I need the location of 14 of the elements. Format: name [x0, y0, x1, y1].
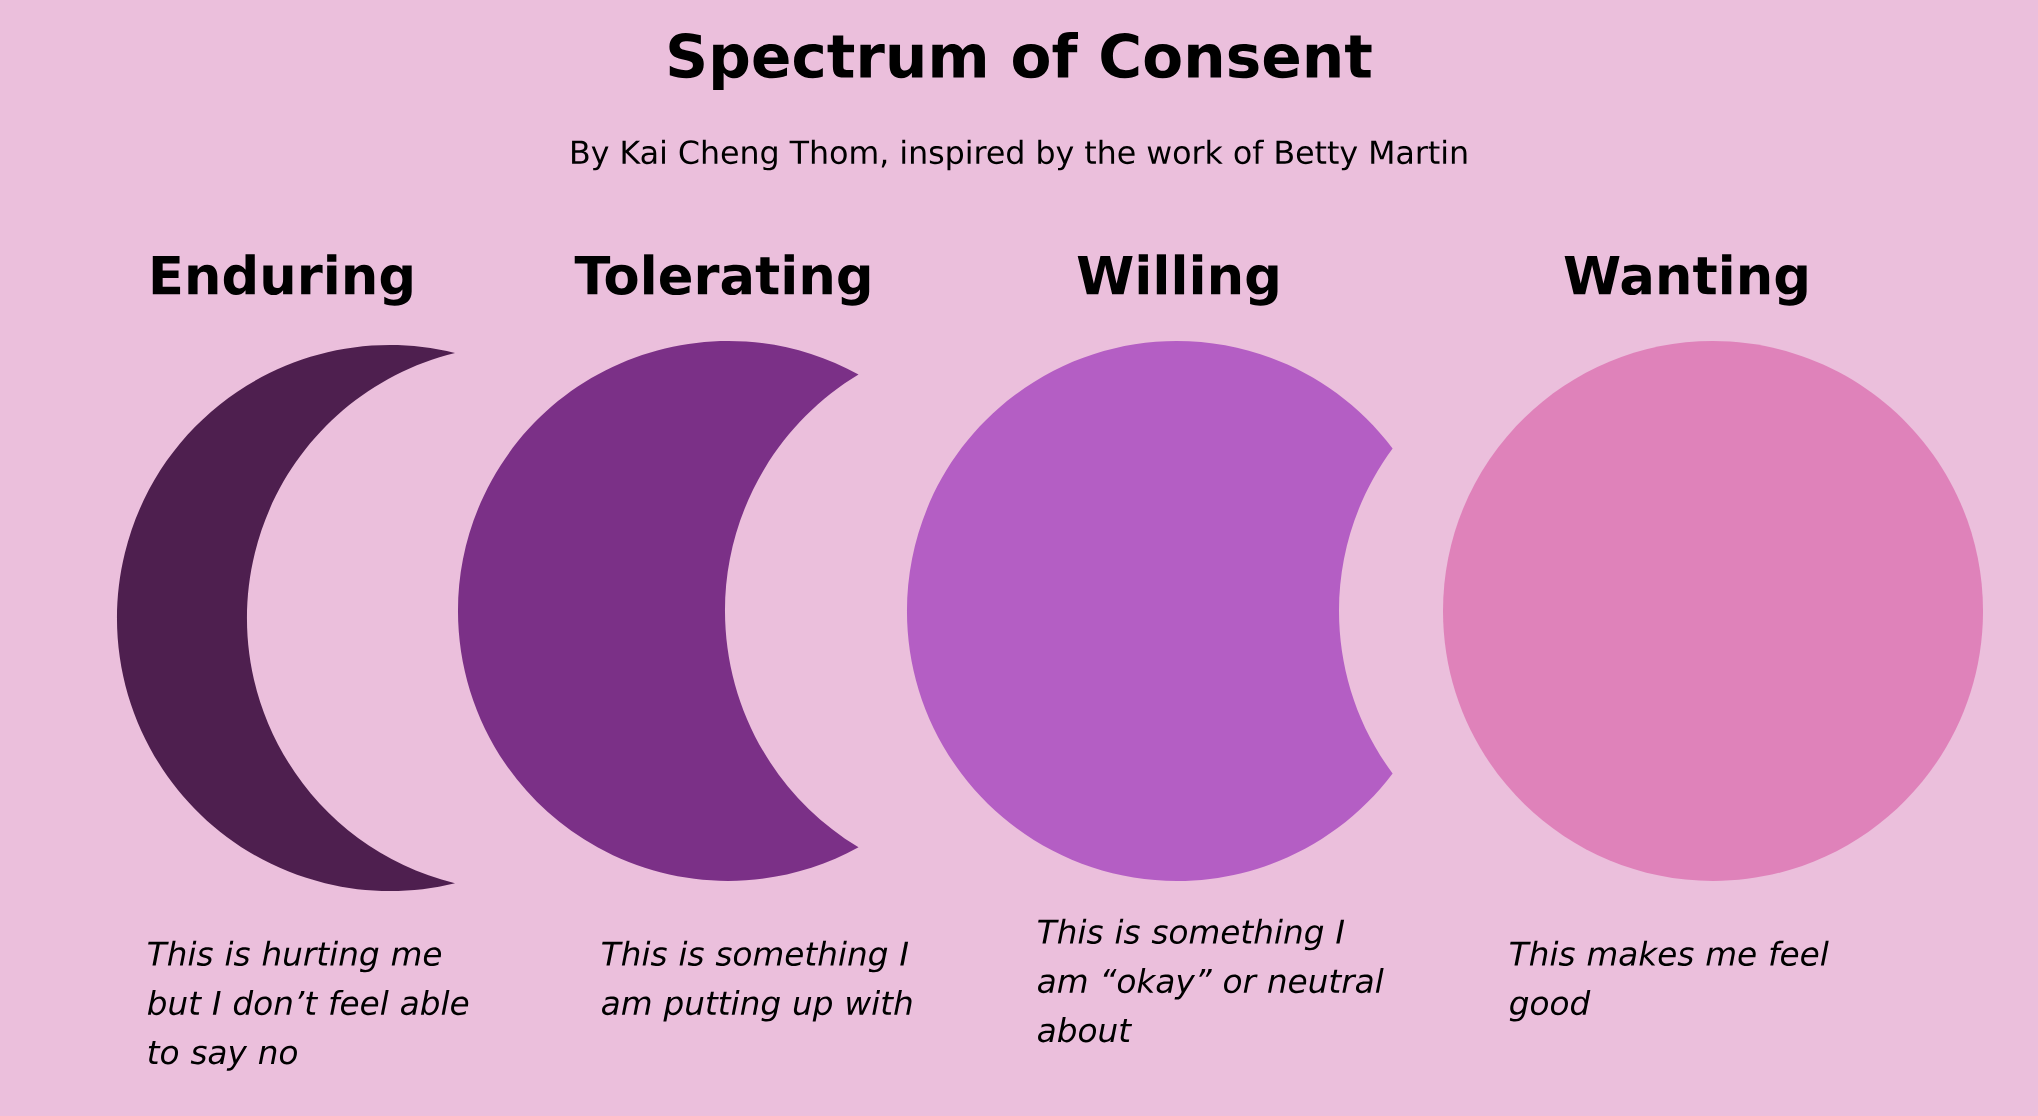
heading: Wanting [1564, 254, 1807, 306]
circle-shape [1443, 341, 1983, 881]
heading: Tolerating [574, 254, 870, 306]
description: This is something I am putting up with [602, 940, 912, 1022]
heading: Willing [1077, 254, 1278, 306]
heading: Enduring [152, 254, 412, 306]
title: Spectrum of Consent [669, 32, 1372, 90]
description: This is hurting me but I don’t feel able to say no [147, 940, 469, 1071]
description: This makes me feel good [1509, 940, 1829, 1022]
description: This is something I am “okay” or neutral about [1038, 918, 1384, 1043]
crescent-shape [907, 341, 1393, 881]
crescent-shape [117, 345, 455, 891]
subtitle: By Kai Cheng Thom, inspired by the work of Betty Martin [572, 139, 1467, 171]
crescent-shape [458, 341, 859, 881]
